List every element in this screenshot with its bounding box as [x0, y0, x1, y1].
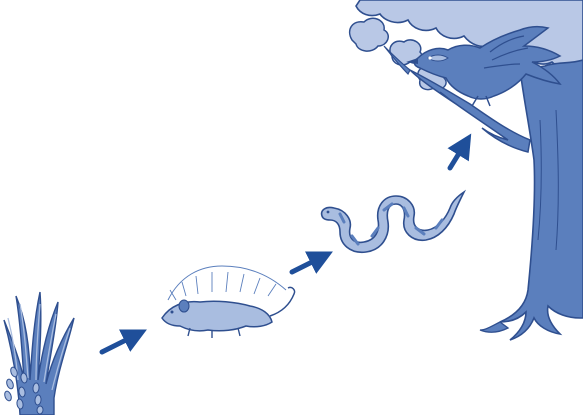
mouse-grass-lines — [170, 272, 276, 300]
mouse — [162, 266, 295, 338]
tree-root — [480, 322, 508, 332]
arrow-snake-to-bird — [450, 142, 466, 168]
arrow-plant-to-mouse — [102, 334, 138, 352]
grain-plant — [3, 292, 74, 415]
snake — [322, 192, 464, 252]
leaf-clump — [350, 18, 389, 51]
mouse-tail — [270, 287, 295, 316]
snake-eye — [327, 211, 330, 214]
tree-trunk — [500, 60, 583, 340]
bird-eye — [428, 56, 431, 59]
mouse-ear — [179, 300, 189, 312]
mouse-eye — [171, 311, 174, 314]
arrow-mouse-to-snake — [292, 256, 324, 272]
mouse-icon — [162, 301, 272, 331]
